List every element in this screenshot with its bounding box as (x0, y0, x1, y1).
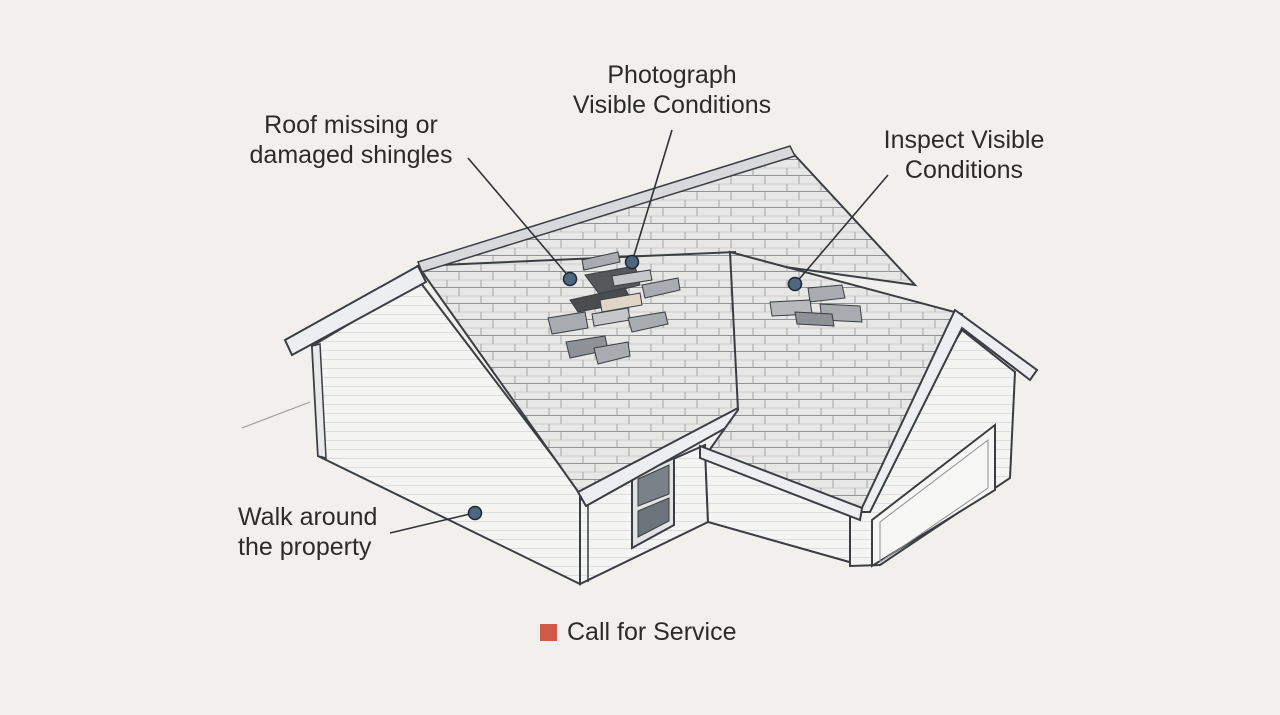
leader-inspect (794, 174, 889, 285)
marker-walk-around (467, 505, 483, 521)
left-corner-trim (311, 343, 327, 459)
callout-roof-missing-line1: Roof missing or (264, 111, 438, 139)
garage-door (871, 422, 996, 568)
callout-photograph-line1: Photograph (607, 61, 737, 89)
leader-roof-missing (467, 157, 571, 279)
legend-label: Call for Service (567, 618, 737, 646)
callout-roof-missing: Roof missing or damaged shingles (246, 110, 456, 170)
callout-walk-around: Walk around the property (238, 502, 377, 562)
left-gable-fascia (283, 264, 428, 357)
leader-walk-around (389, 512, 475, 534)
callout-roof-missing-line2: damaged shingles (249, 141, 453, 169)
main-ridge-cap (417, 145, 797, 273)
marker-inspect (787, 276, 803, 292)
window (631, 456, 675, 550)
callout-photograph-line2: Visible Conditions (572, 91, 772, 119)
marker-roof-missing (562, 271, 578, 287)
damaged-shingles-garage (769, 284, 863, 327)
callout-photograph: Photograph Visible Conditions (566, 60, 778, 120)
callout-inspect: Inspect Visible Conditions (876, 125, 1052, 185)
garage-eave-fascia (699, 444, 864, 522)
callout-inspect-line1: Inspect Visible (883, 126, 1045, 154)
legend-swatch (540, 624, 557, 641)
callout-walk-around-line1: Walk around (238, 503, 378, 531)
callout-inspect-line2: Conditions (904, 156, 1024, 184)
legend: Call for Service (540, 618, 737, 647)
callout-walk-around-line2: the property (238, 533, 372, 561)
marker-photograph (624, 254, 640, 270)
leader-photograph (631, 129, 673, 263)
damaged-shingles-main (547, 251, 681, 365)
ground-line (241, 401, 311, 429)
